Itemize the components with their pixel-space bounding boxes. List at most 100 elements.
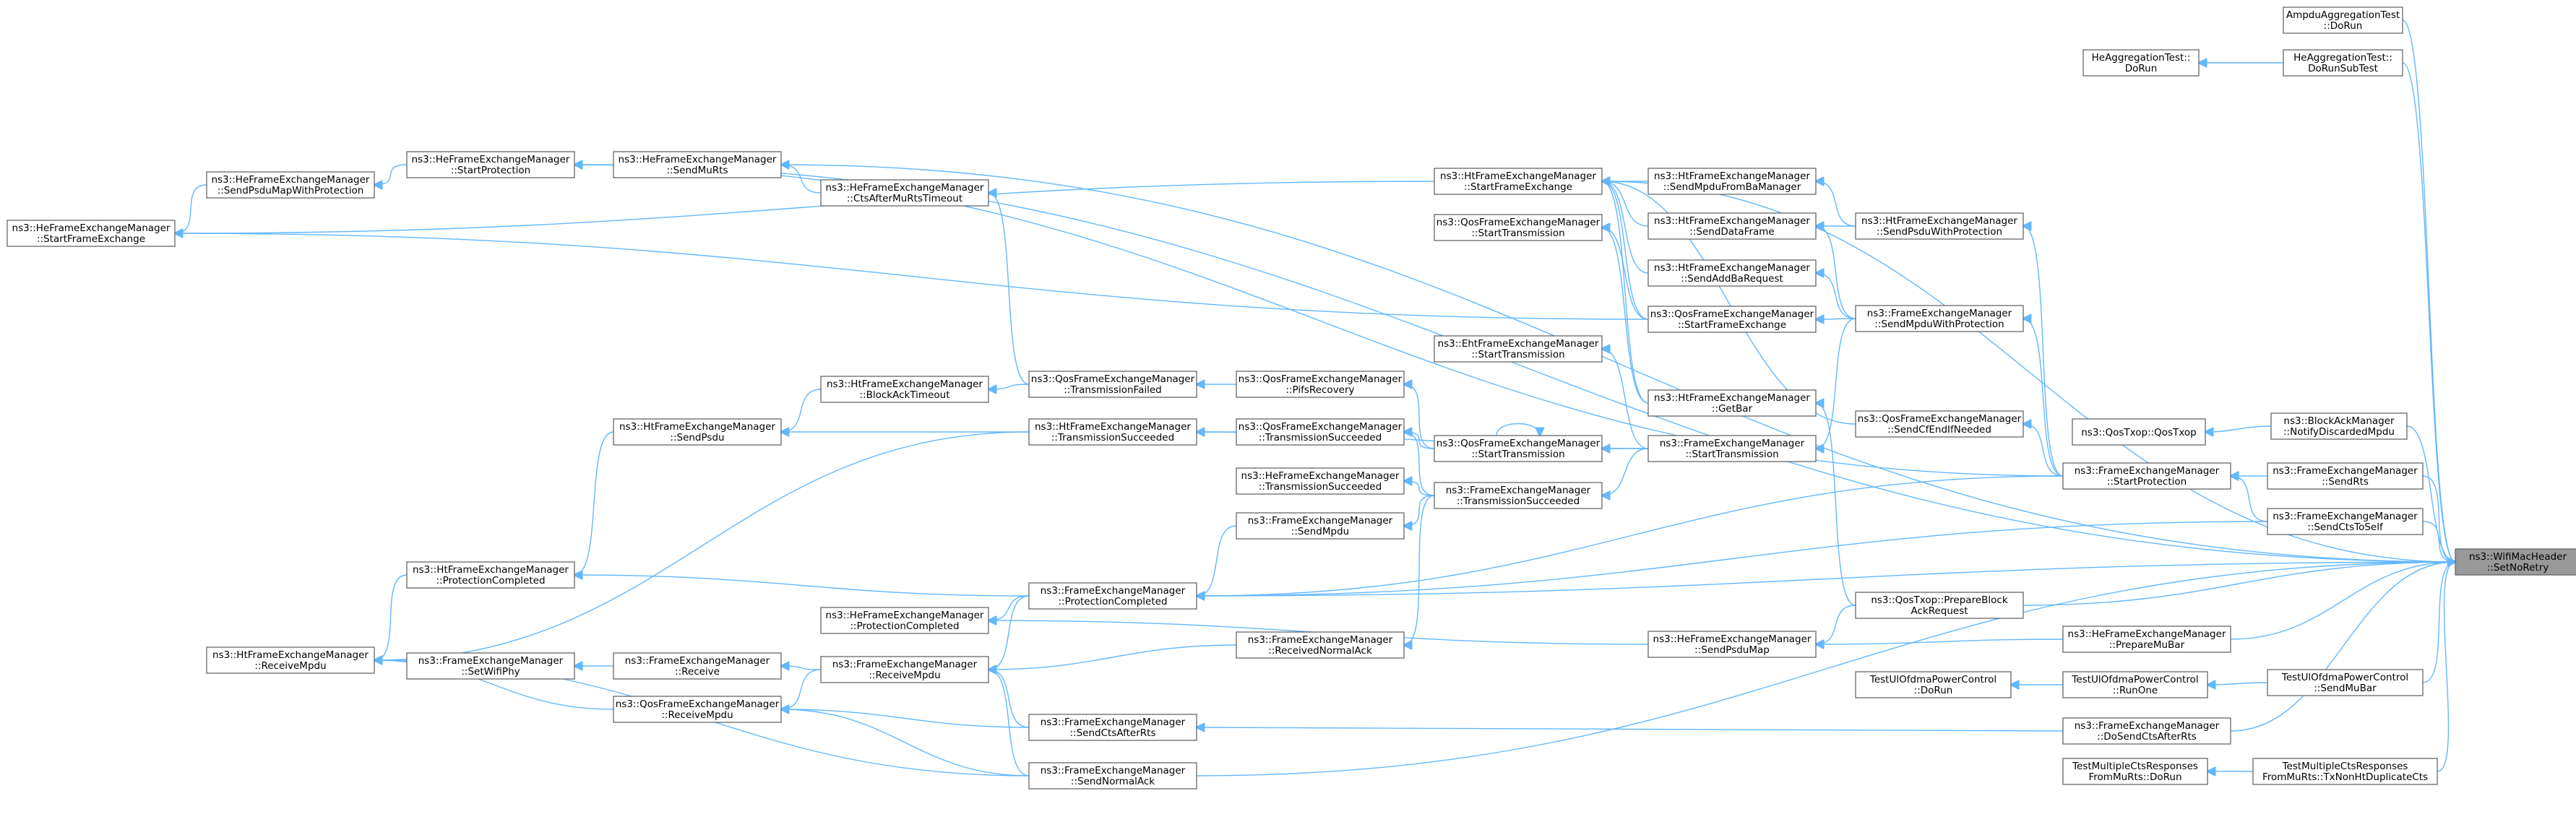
graph-node[interactable]: ns3::FrameExchangeManager::SendRts	[2267, 462, 2424, 490]
node-box	[1434, 168, 1603, 195]
node-box	[1434, 214, 1603, 241]
node-label: ::StartFrameExchange	[1464, 181, 1572, 193]
node-label: ns3::EhtFrameExchangeManager	[1438, 338, 1599, 350]
graph-node[interactable]: ns3::QosFrameExchangeManager::Transmissi…	[1028, 371, 1197, 398]
graph-node[interactable]: ns3::HtFrameExchangeManager::SendPsduWit…	[1855, 212, 2024, 240]
node-label: ::TransmissionSucceeded	[1259, 432, 1382, 444]
root-node[interactable]: ns3::WifiMacHeader::SetNoRetry	[2455, 548, 2576, 576]
graph-node[interactable]: ns3::FrameExchangeManager::StartProtecti…	[2062, 462, 2231, 490]
graph-edge	[988, 595, 1030, 670]
node-label: ::NotifyDiscardedMpdu	[2283, 426, 2395, 438]
graph-node[interactable]: ns3::HtFrameExchangeManager::BlockAckTim…	[820, 376, 989, 403]
graph-node[interactable]: ns3::HeFrameExchangeManager::PrepareMuBa…	[2062, 626, 2231, 653]
graph-node[interactable]: ns3::QosFrameExchangeManager::StartTrans…	[1434, 214, 1603, 241]
graph-node[interactable]: ns3::QosFrameExchangeManager::PifsRecove…	[1236, 371, 1405, 398]
graph-node[interactable]: TestUlOfdmaPowerControl::RunOne	[2062, 671, 2208, 698]
graph-node[interactable]: AmpduAggregationTest::DoRun	[2283, 7, 2403, 34]
node-box	[820, 179, 989, 207]
graph-edge	[1196, 562, 2455, 597]
node-box	[2267, 462, 2424, 490]
graph-node[interactable]: ns3::FrameExchangeManager::SetWifiPhy	[406, 652, 575, 680]
graph-node[interactable]: ns3::FrameExchangeManager::ProtectionCom…	[1028, 582, 1197, 610]
graph-node[interactable]: ns3::HeFrameExchangeManager::SendMuRts	[613, 151, 782, 178]
node-box	[1855, 305, 2024, 332]
node-label: ns3::FrameExchangeManager	[2075, 465, 2220, 477]
node-box	[1855, 410, 2024, 438]
graph-node[interactable]: ns3::FrameExchangeManager::SendCtsAfterR…	[1028, 714, 1197, 741]
graph-edge	[1816, 181, 1856, 227]
graph-node[interactable]: ns3::FrameExchangeManager::SendNormalAck	[1028, 762, 1197, 789]
graph-edge	[1404, 384, 1435, 449]
node-box	[1236, 631, 1405, 659]
node-label: ::StartTransmission	[1471, 228, 1564, 239]
node-label: ns3::FrameExchangeManager	[2273, 511, 2418, 522]
graph-node[interactable]: ns3::EhtFrameExchangeManager::StartTrans…	[1434, 335, 1603, 363]
graph-node[interactable]: ns3::QosFrameExchangeManager::SendCfEndI…	[1855, 410, 2024, 438]
node-label: ns3::QosTxop::QosTxop	[2081, 427, 2197, 438]
graph-node[interactable]: ns3::QosFrameExchangeManager::StartTrans…	[1434, 435, 1603, 462]
graph-node[interactable]: ns3::HtFrameExchangeManager::SendMpduFro…	[1647, 168, 1817, 195]
node-label: ns3::QosFrameExchangeManager	[1031, 373, 1195, 385]
node-label: ::StartTransmission	[1471, 449, 1564, 460]
node-label: ns3::QosFrameExchangeManager	[616, 698, 780, 710]
graph-node[interactable]: ns3::HtFrameExchangeManager::GetBar	[1647, 389, 1817, 417]
graph-node[interactable]: ns3::FrameExchangeManager::ReceiveMpdu	[820, 656, 989, 683]
node-box	[1434, 435, 1603, 462]
graph-node[interactable]: ns3::FrameExchangeManager::Receive	[613, 652, 782, 680]
graph-node[interactable]: ns3::HeFrameExchangeManager::ProtectionC…	[820, 607, 989, 634]
graph-node[interactable]: ns3::BlockAckManager::NotifyDiscardedMpd…	[2270, 412, 2408, 440]
graph-node[interactable]: ns3::HtFrameExchangeManager::Transmissio…	[1028, 418, 1197, 446]
graph-node[interactable]: ns3::FrameExchangeManager::StartTransmis…	[1647, 435, 1817, 462]
node-box	[1434, 335, 1603, 363]
graph-node[interactable]: ns3::HtFrameExchangeManager::ReceiveMpdu	[206, 646, 375, 674]
node-box	[406, 561, 575, 589]
graph-edge	[2422, 562, 2455, 683]
graph-node[interactable]: ns3::FrameExchangeManager::SendMpduWithP…	[1855, 305, 2024, 332]
node-label: ::ReceivedNormalAck	[1268, 645, 1372, 657]
graph-edge	[175, 233, 1649, 320]
graph-node[interactable]: ns3::QosFrameExchangeManager::ReceiveMpd…	[613, 696, 782, 723]
node-box	[1236, 512, 1405, 540]
graph-node[interactable]: ns3::HeFrameExchangeManager::Transmissio…	[1236, 467, 1405, 495]
graph-node[interactable]: ns3::QosFrameExchangeManager::StartFrame…	[1647, 306, 1817, 333]
graph-node[interactable]: ns3::HtFrameExchangeManager::SendDataFra…	[1647, 212, 1817, 240]
graph-node[interactable]: HeAggregationTest::DoRunSubTest	[2283, 49, 2403, 77]
graph-edge	[175, 181, 1435, 233]
graph-node[interactable]: ns3::FrameExchangeManager::DoSendCtsAfte…	[2062, 717, 2231, 745]
graph-node[interactable]: TestUlOfdmaPowerControl::SendMuBar	[2267, 669, 2424, 696]
node-label: ::PrepareMuBar	[2109, 639, 2185, 651]
graph-node[interactable]: ns3::HeFrameExchangeManager::SendPsduMap	[1647, 631, 1817, 658]
graph-edge	[1816, 318, 1856, 449]
node-label: ns3::QosFrameExchangeManager	[1436, 217, 1601, 228]
graph-node[interactable]: ns3::FrameExchangeManager::SendCtsToSelf	[2267, 508, 2424, 535]
graph-node[interactable]: HeAggregationTest::DoRun	[2082, 49, 2200, 77]
graph-node[interactable]: ns3::FrameExchangeManager::TransmissionS…	[1434, 482, 1603, 509]
graph-edge	[574, 575, 1030, 597]
node-label: ns3::HtFrameExchangeManager	[1654, 262, 1810, 274]
graph-edge	[2230, 562, 2455, 640]
graph-edge	[988, 384, 1030, 389]
graph-node[interactable]: ns3::HeFrameExchangeManager::CtsAfterMuR…	[820, 179, 989, 207]
node-box	[1647, 168, 1817, 195]
graph-node[interactable]: ns3::FrameExchangeManager::SendMpdu	[1236, 512, 1405, 540]
graph-node[interactable]: ns3::HeFrameExchangeManager::StartProtec…	[406, 151, 575, 178]
node-label: ::SetWifiPhy	[461, 666, 520, 678]
graph-node[interactable]: ns3::HtFrameExchangeManager::StartFrameE…	[1434, 168, 1603, 195]
graph-edge	[781, 669, 822, 709]
graph-node[interactable]: ns3::QosTxop::QosTxop	[2072, 418, 2206, 446]
graph-node[interactable]: ns3::HtFrameExchangeManager::SendPsdu	[613, 418, 782, 446]
graph-node[interactable]: TestMultipleCtsResponsesFromMuRts::TxNon…	[2252, 758, 2438, 785]
graph-node[interactable]: ns3::FrameExchangeManager::ReceivedNorma…	[1236, 631, 1405, 659]
node-label: ns3::HtFrameExchangeManager	[1654, 392, 1810, 404]
graph-node[interactable]: TestUlOfdmaPowerControl::DoRun	[1855, 671, 2012, 698]
node-box	[820, 607, 989, 634]
graph-node[interactable]: ns3::HeFrameExchangeManager::SendPsduMap…	[206, 171, 375, 199]
graph-node[interactable]: ns3::HeFrameExchangeManager::StartFrameE…	[7, 220, 176, 247]
node-label: TestUlOfdmaPowerControl	[2281, 672, 2408, 683]
graph-node[interactable]: ns3::QosFrameExchangeManager::Transmissi…	[1236, 418, 1405, 446]
node-label: ::SendCfEndIfNeeded	[1887, 424, 1991, 436]
graph-node[interactable]: ns3::HtFrameExchangeManager::SendAddBaRe…	[1647, 259, 1817, 287]
graph-node[interactable]: ns3::HtFrameExchangeManager::ProtectionC…	[406, 561, 575, 589]
